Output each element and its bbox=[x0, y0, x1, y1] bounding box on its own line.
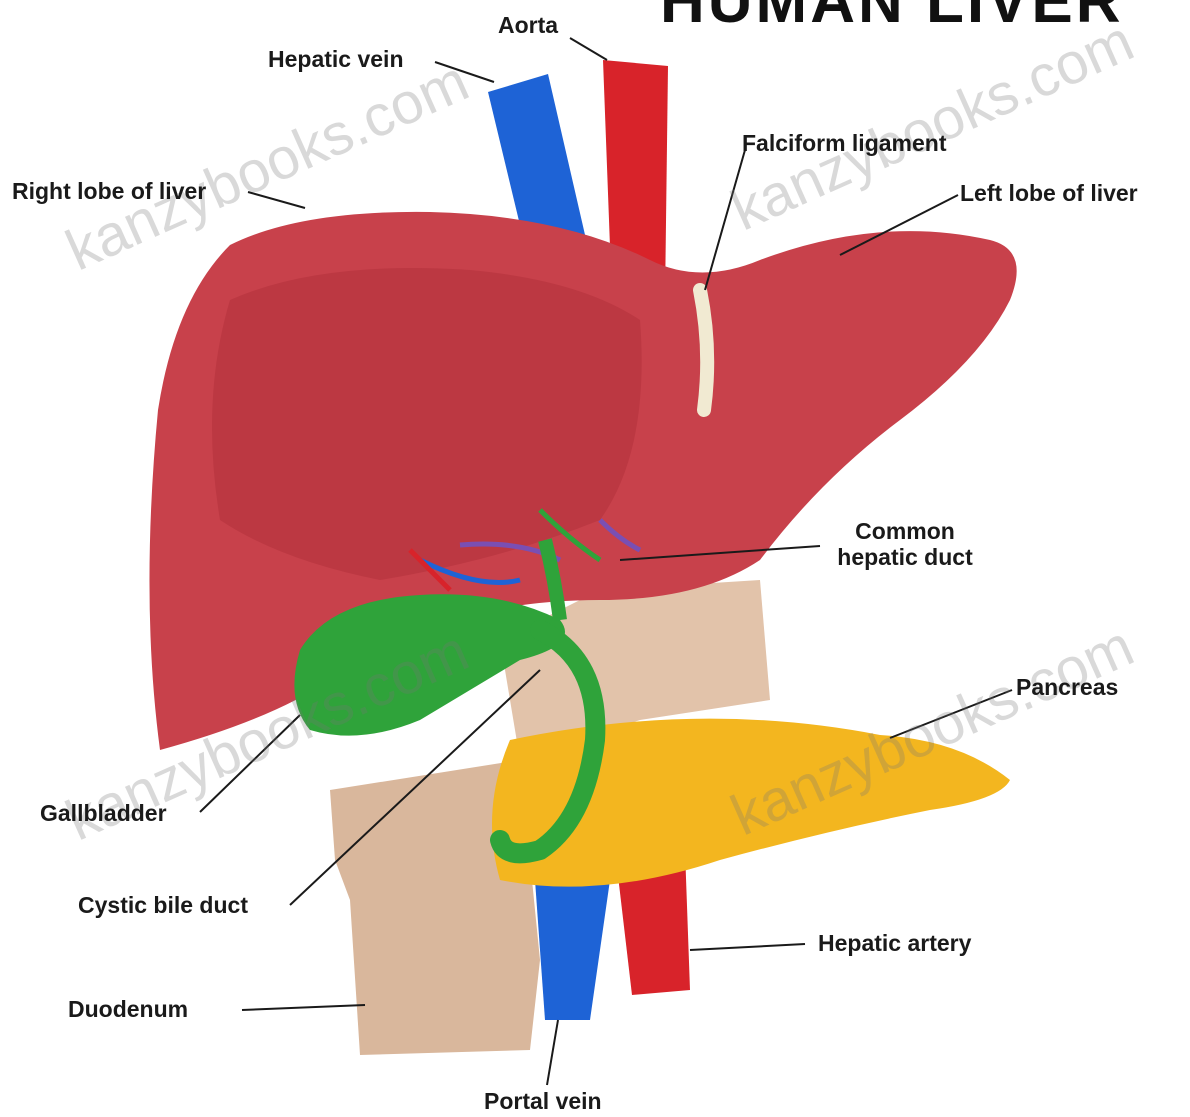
leader-hepatic-artery bbox=[690, 944, 805, 950]
leader-duodenum bbox=[242, 1005, 365, 1010]
label-common-hepatic-duct-line1: Common bbox=[820, 518, 990, 544]
label-hepatic-vein: Hepatic vein bbox=[268, 46, 404, 72]
portal-vein-lower bbox=[535, 880, 610, 1020]
leader-right-lobe bbox=[248, 192, 305, 208]
label-left-lobe: Left lobe of liver bbox=[960, 180, 1138, 206]
leader-portal-vein bbox=[547, 1020, 558, 1085]
diagram-title: HUMAN LIVER bbox=[660, 0, 1124, 37]
label-cystic-bile-duct: Cystic bile duct bbox=[78, 892, 248, 918]
label-hepatic-artery: Hepatic artery bbox=[818, 930, 971, 956]
label-portal-vein: Portal vein bbox=[484, 1088, 602, 1114]
label-common-hepatic-duct: Common hepatic duct bbox=[820, 518, 990, 571]
label-pancreas: Pancreas bbox=[1016, 674, 1118, 700]
label-duodenum: Duodenum bbox=[68, 996, 188, 1022]
leader-aorta bbox=[570, 38, 607, 60]
label-gallbladder: Gallbladder bbox=[40, 800, 167, 826]
falciform-ligament bbox=[700, 290, 707, 410]
label-common-hepatic-duct-line2: hepatic duct bbox=[820, 544, 990, 570]
leader-hepatic-vein bbox=[435, 62, 494, 82]
label-right-lobe: Right lobe of liver bbox=[12, 178, 206, 204]
label-falciform-ligament: Falciform ligament bbox=[742, 130, 946, 156]
leader-pancreas bbox=[890, 690, 1012, 738]
label-aorta: Aorta bbox=[498, 12, 558, 38]
